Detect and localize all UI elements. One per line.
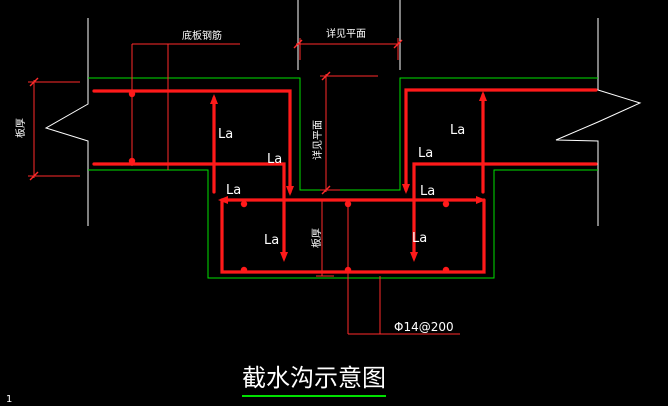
anchorage-label: La	[412, 231, 427, 246]
see-plan-vertical-label: 详见平面	[311, 120, 324, 160]
rebar-spec-label: Φ14@200	[394, 320, 454, 334]
see-plan-top-label: 详见平面	[326, 27, 366, 40]
wall-outline	[44, 0, 642, 226]
anchorage-label: La	[264, 233, 279, 248]
slab-thickness-left-label: 板厚	[14, 118, 27, 138]
rebar-dots	[128, 90, 450, 274]
anchorage-arrows	[210, 91, 487, 262]
dimension-ticks	[29, 39, 403, 195]
anchorage-label: La	[218, 127, 233, 142]
anchorage-label: La	[420, 184, 435, 199]
rebars	[92, 88, 598, 274]
concrete-outline	[88, 77, 598, 279]
anchorage-label: La	[450, 123, 465, 138]
slab-thickness-mid-label: 板厚	[310, 228, 323, 248]
bottom-rebar-label: 底板钢筋	[182, 29, 222, 42]
dimension-lines	[28, 38, 460, 335]
anchorage-label: La	[267, 152, 282, 167]
anchorage-label: La	[418, 146, 433, 161]
corner-text: 1	[6, 394, 12, 402]
anchorage-label: La	[226, 183, 241, 198]
diagram-title: 截水沟示意图	[242, 364, 386, 392]
